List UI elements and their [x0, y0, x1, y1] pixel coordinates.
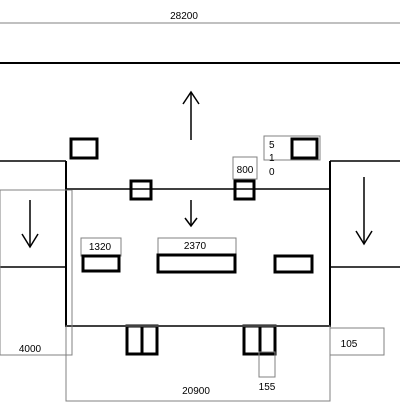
left-window	[81, 254, 121, 273]
bottom-gap-dimension-box	[258, 351, 276, 378]
left-box-label: 1320	[89, 242, 112, 253]
arrow-up-icon	[182, 90, 200, 140]
arrow-down-icon	[21, 200, 39, 249]
vertical-digit-3: 0	[269, 167, 275, 178]
left-offset-dimension-box	[0, 189, 73, 356]
top-left-window	[69, 137, 99, 160]
left-offset-label: 4000	[19, 344, 42, 355]
right-window	[273, 254, 314, 274]
right-offset-label: 105	[341, 339, 358, 350]
center-box-label: 2370	[184, 241, 207, 252]
vertical-digit-2: 1	[269, 153, 275, 164]
center-window	[156, 253, 237, 274]
bottom-gap-label: 155	[259, 382, 276, 393]
top-right-window	[290, 137, 319, 160]
overall-width-label: 28200	[170, 11, 198, 22]
vertical-digit-1: 5	[269, 140, 275, 151]
bottom-width-dimension-box	[65, 325, 331, 402]
window-top-dimension-box	[232, 156, 258, 180]
bottom-width-label: 20900	[182, 386, 210, 397]
right-dimension-box	[263, 135, 321, 161]
arrow-down-icon	[184, 200, 198, 228]
top-wall-window-right	[233, 179, 256, 201]
top-wall-window-left	[129, 179, 153, 201]
window-top-label: 800	[237, 165, 254, 176]
arrow-down-icon	[355, 177, 373, 246]
